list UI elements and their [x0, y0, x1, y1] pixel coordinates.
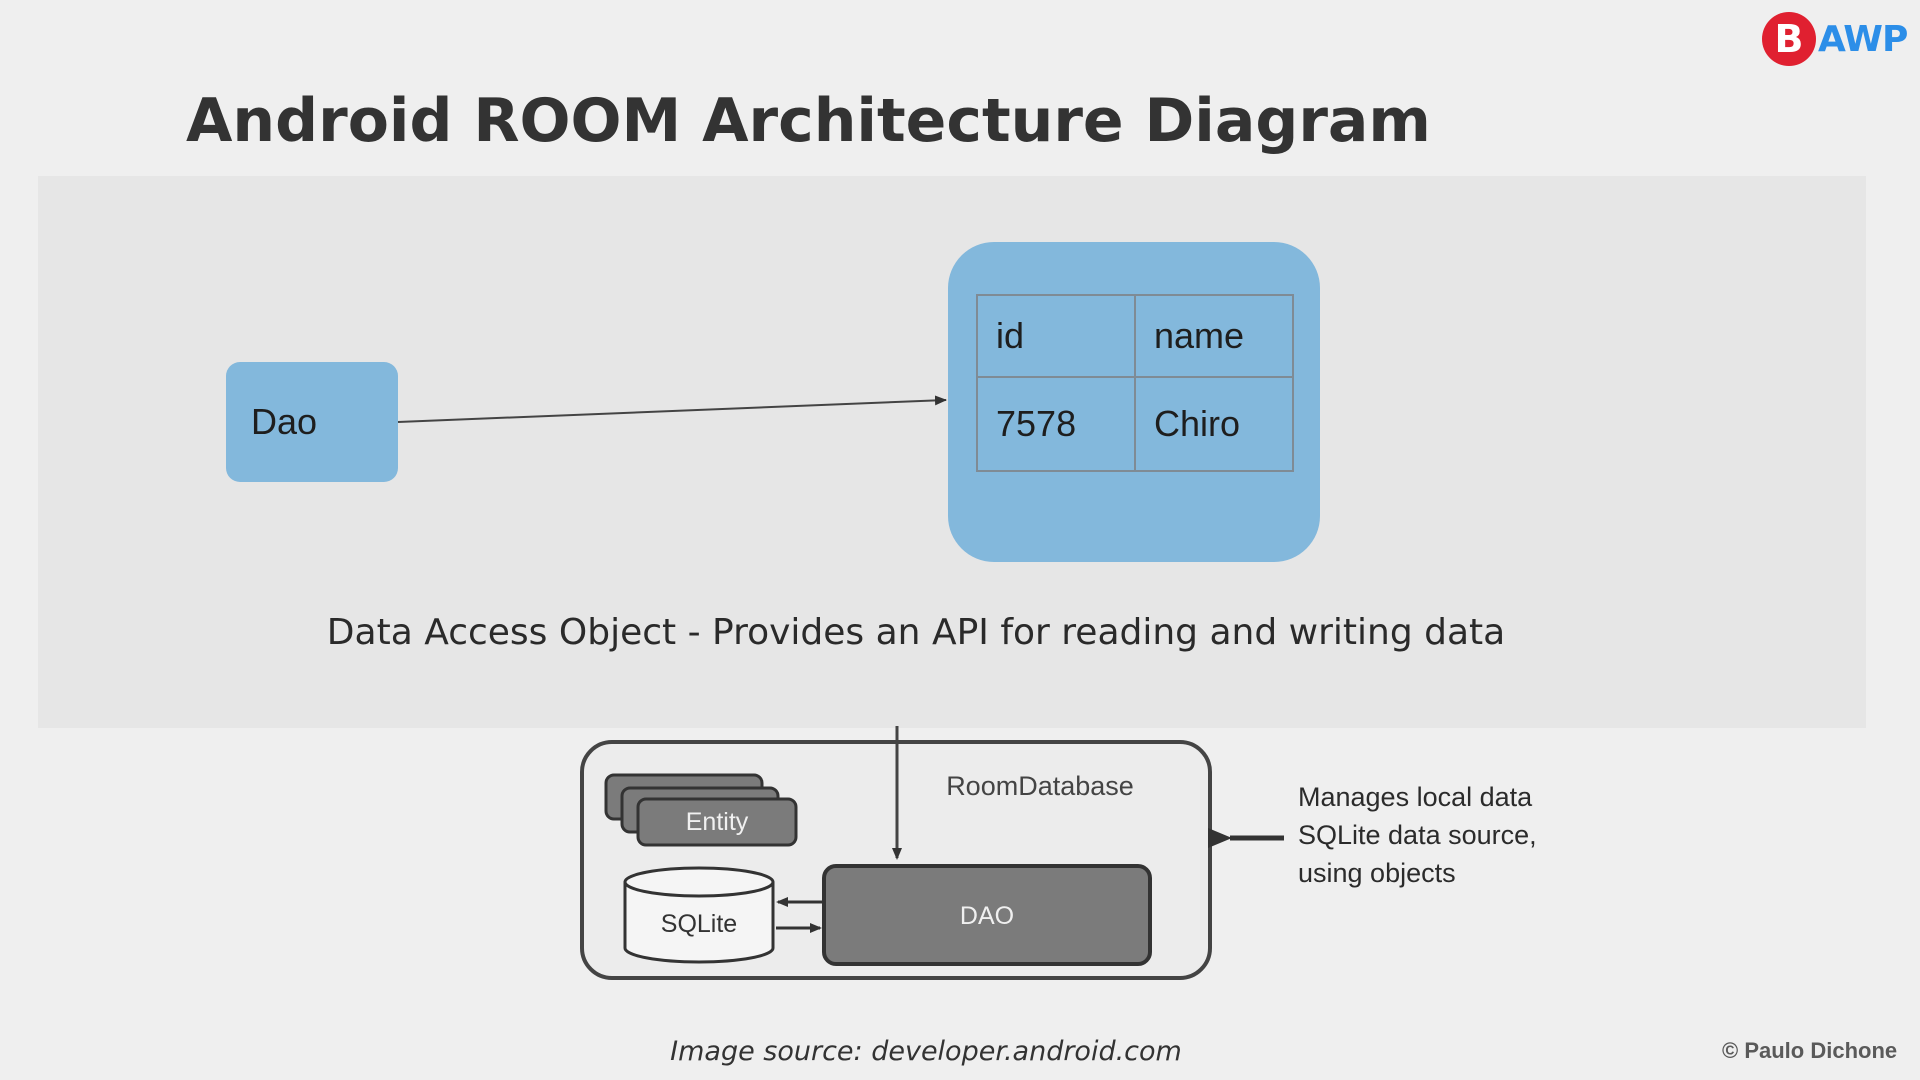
side-note-line: Manages local data	[1298, 782, 1533, 812]
side-note: Manages local data SQLite data source, u…	[1298, 778, 1537, 892]
dao-box: Dao	[226, 362, 398, 482]
sqlite-label: SQLite	[661, 910, 737, 938]
table-header-id: id	[976, 294, 1136, 378]
entity-table-box: id name 7578 Chiro	[948, 242, 1320, 562]
table-cell-name: Chiro	[1134, 376, 1294, 472]
side-note-line: SQLite data source,	[1298, 820, 1537, 850]
table-header-row: id name	[976, 294, 1294, 378]
dao-block-label: DAO	[960, 902, 1014, 930]
brand-logo: B AWP	[1762, 12, 1908, 66]
dao-block	[822, 864, 1152, 966]
logo-letter: B	[1762, 12, 1816, 66]
slide-title: Android ROOM Architecture Diagram	[186, 86, 1431, 156]
side-note-line: using objects	[1298, 858, 1456, 888]
entity-stack	[604, 773, 798, 847]
table-header-name: name	[1134, 294, 1294, 378]
logo-text: AWP	[1818, 18, 1908, 60]
sqlite-cylinder	[623, 866, 775, 964]
dao-label: Dao	[251, 401, 318, 442]
copyright: © Paulo Dichone	[1722, 1038, 1898, 1063]
roomdatabase-label: RoomDatabase	[946, 771, 1134, 801]
image-source: Image source: developer.android.com	[670, 1036, 1182, 1067]
entity-table: id name 7578 Chiro	[976, 294, 1294, 472]
table-cell-id: 7578	[976, 376, 1136, 472]
table-row: 7578 Chiro	[976, 376, 1294, 472]
dao-caption: Data Access Object - Provides an API for…	[326, 612, 1506, 653]
entity-label: Entity	[686, 808, 749, 836]
